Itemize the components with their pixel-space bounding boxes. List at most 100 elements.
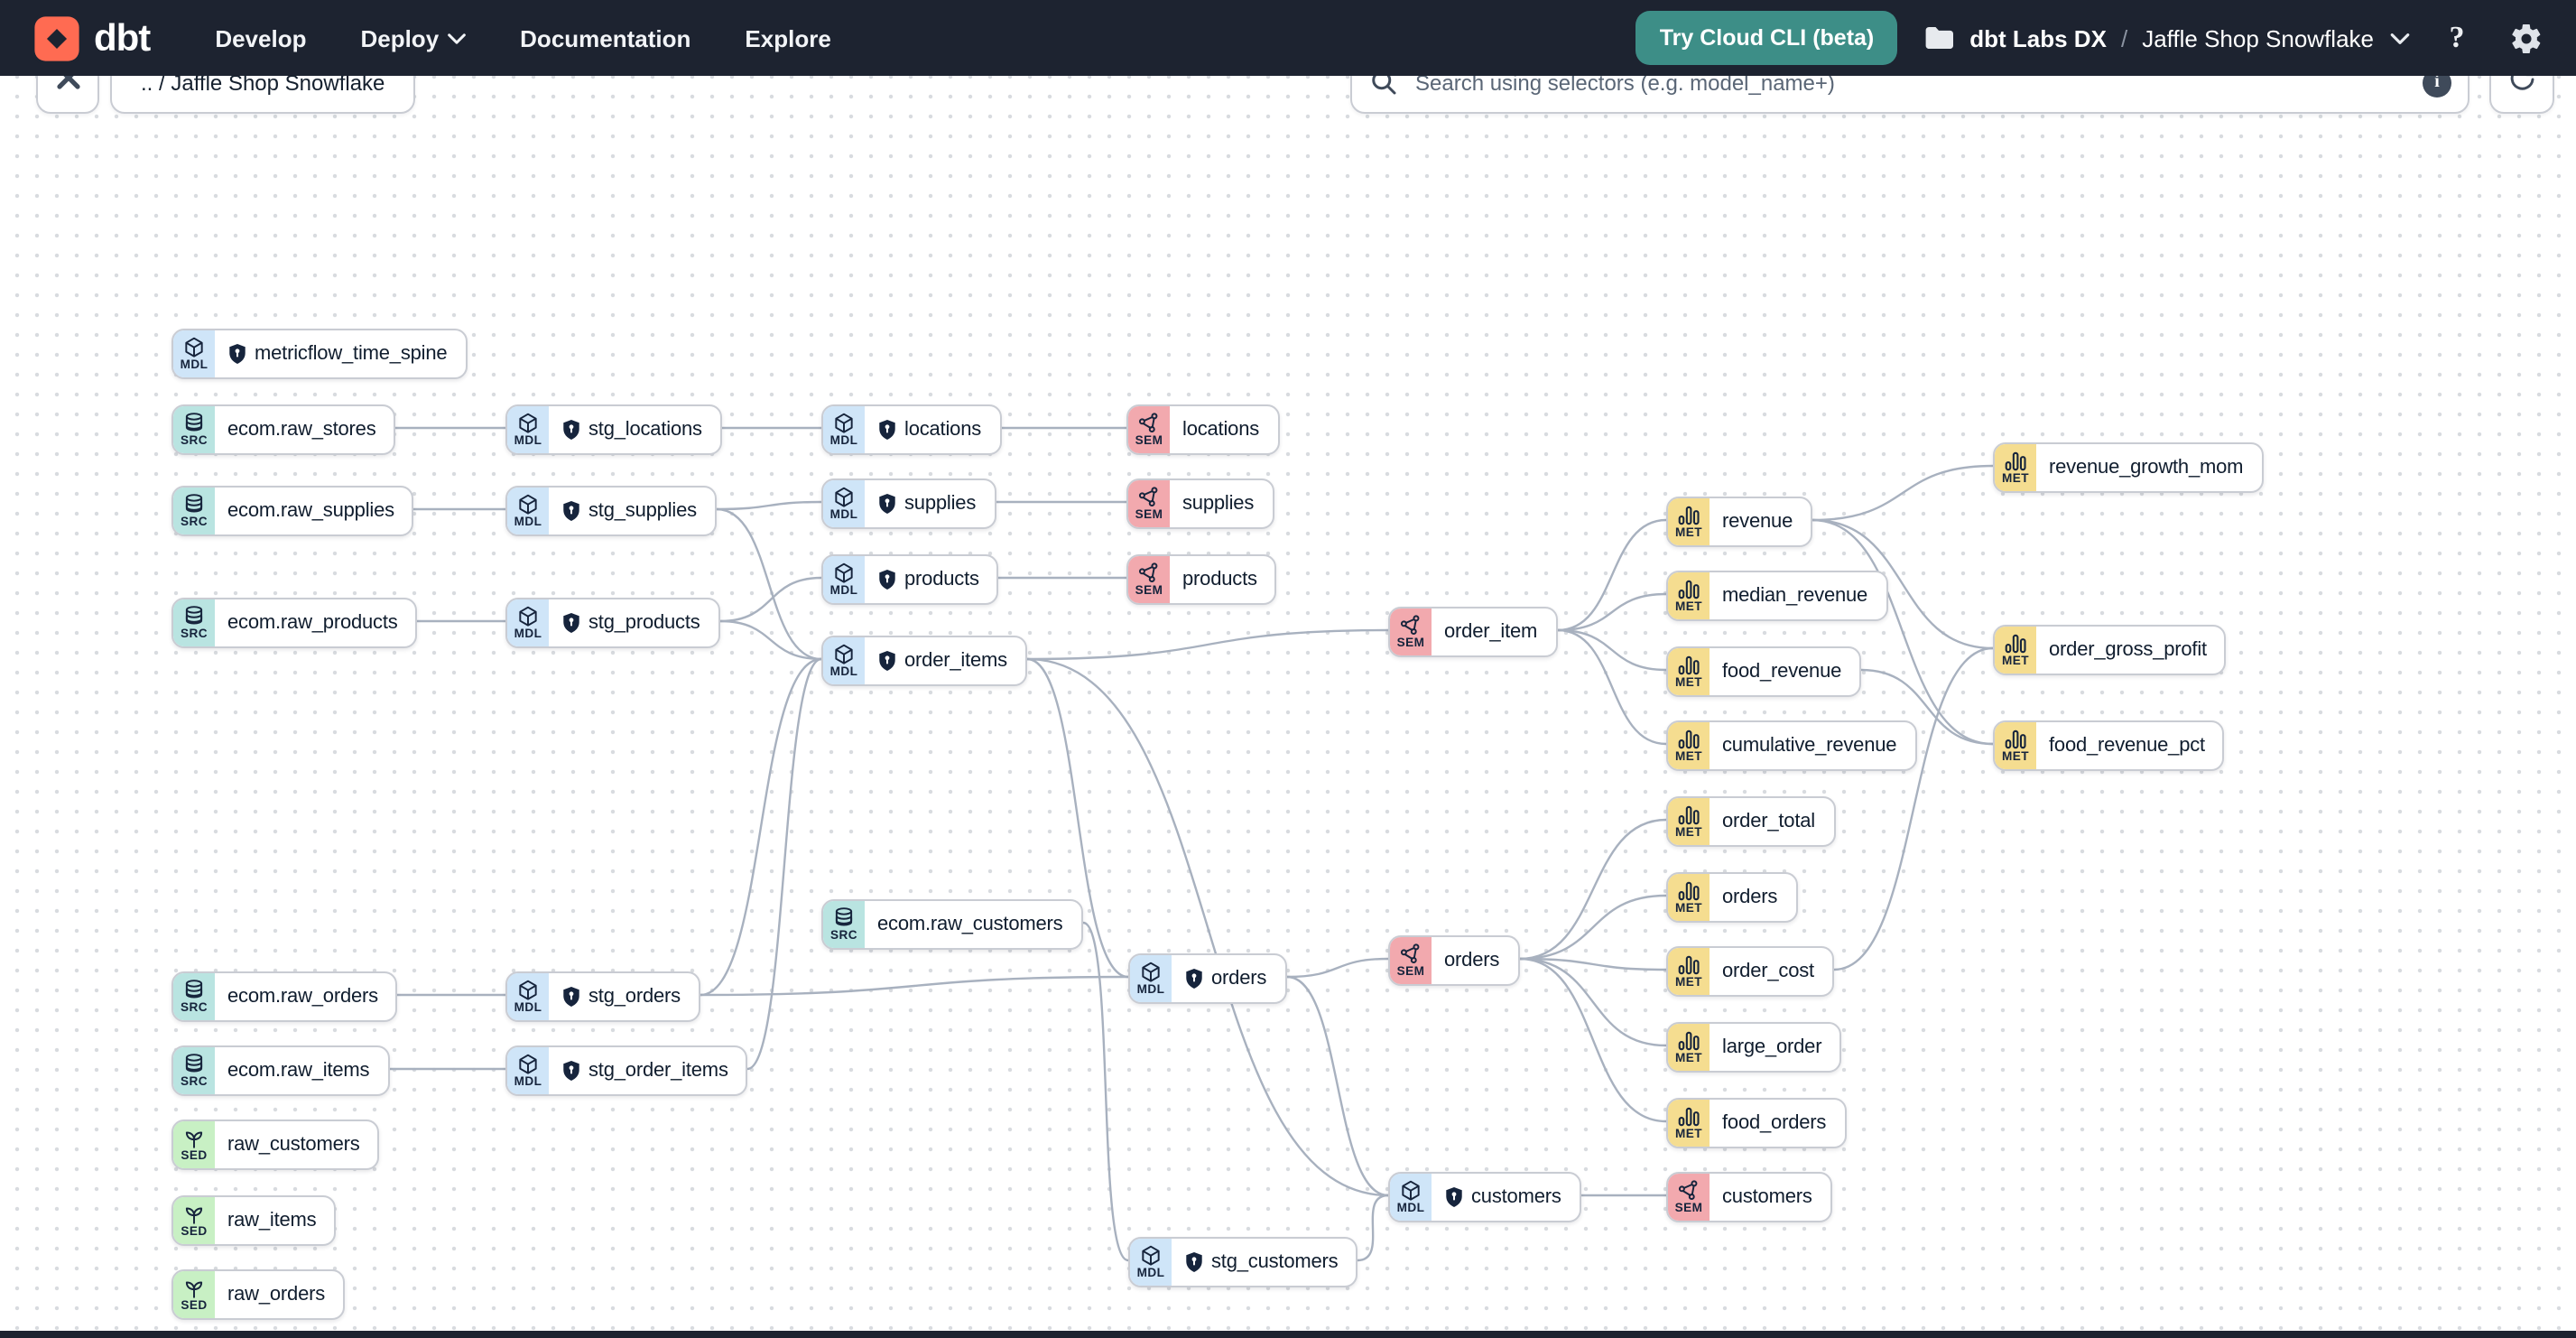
metric-icon: MET <box>1668 722 1710 769</box>
node-label: ecom.raw_stores <box>227 419 376 441</box>
edge-orders_sem-to-order_total <box>1519 818 1667 961</box>
node-orders_met[interactable]: MET orders <box>1666 872 1798 923</box>
node-type-label: MDL <box>514 516 542 529</box>
dbt-logo[interactable]: dbt <box>25 6 151 70</box>
chevron-down-icon[interactable] <box>2388 27 2410 49</box>
node-stg_orders[interactable]: MDL stg_orders <box>505 971 700 1022</box>
model-icon: MDL <box>823 406 865 453</box>
access-shield-icon <box>1444 1186 1464 1208</box>
node-type-label: MET <box>1675 976 1702 990</box>
node-type-label: SRC <box>181 627 208 641</box>
edge-orders_mdl-to-customers_mdl <box>1286 975 1389 1197</box>
project-name[interactable]: Jaffle Shop Snowflake <box>2142 24 2374 51</box>
bottom-window-edge <box>0 1331 2576 1338</box>
node-supplies_sem[interactable]: SEM supplies <box>1126 479 1274 529</box>
node-label: food_orders <box>1722 1112 1827 1134</box>
node-stg_products[interactable]: MDL stg_products <box>505 598 720 648</box>
node-label: order_cost <box>1722 961 1814 982</box>
nav-item-documentation[interactable]: Documentation <box>520 24 691 51</box>
seed-icon: SED <box>173 1197 215 1244</box>
node-type-label: SED <box>181 1299 208 1313</box>
metric-icon: MET <box>1668 874 1710 921</box>
node-label: orders <box>1722 887 1778 908</box>
node-label: order_total <box>1722 811 1815 832</box>
node-type-label: SRC <box>181 516 208 529</box>
node-type-label: SEM <box>1135 508 1163 522</box>
seed-icon: SED <box>173 1121 215 1168</box>
try-cloud-cli-button[interactable]: Try Cloud CLI (beta) <box>1635 11 1898 65</box>
node-label: order_gross_profit <box>2049 639 2207 661</box>
node-food_orders[interactable]: MET food_orders <box>1666 1098 1847 1148</box>
node-type-label: SED <box>181 1149 208 1163</box>
node-type-label: MDL <box>1136 983 1165 997</box>
node-label: cumulative_revenue <box>1722 735 1897 757</box>
node-type-label: SRC <box>181 1075 208 1089</box>
edge-order_item_sem-to-revenue <box>1557 518 1667 632</box>
nav-item-explore[interactable]: Explore <box>745 24 831 51</box>
node-type-label: MDL <box>1396 1202 1425 1215</box>
nav-item-develop[interactable]: Develop <box>215 24 307 51</box>
model-icon: MDL <box>507 973 549 1020</box>
node-label: stg_orders <box>588 986 681 1008</box>
nav-item-deploy[interactable]: Deploy <box>360 24 466 51</box>
node-cumulative_revenue[interactable]: MET cumulative_revenue <box>1666 720 1917 771</box>
node-label: stg_customers <box>1211 1251 1339 1273</box>
metric-icon: MET <box>1668 1100 1710 1147</box>
metric-icon: MET <box>1668 648 1710 695</box>
node-type-label: SEM <box>1396 965 1425 979</box>
model-icon: MDL <box>507 599 549 646</box>
dbt-logo-icon <box>25 6 88 70</box>
source-icon: SRC <box>173 599 215 646</box>
help-icon[interactable]: ? <box>2449 20 2465 54</box>
model-icon: MDL <box>507 488 549 534</box>
semantic-model-icon: SEM <box>1128 406 1170 453</box>
access-shield-icon <box>561 612 581 634</box>
node-type-label: MDL <box>829 508 858 522</box>
node-label: supplies <box>1182 493 1255 515</box>
edge-order_items-to-order_item_sem <box>1026 628 1389 661</box>
node-type-label: MDL <box>514 1001 542 1015</box>
node-type-label: MET <box>1675 600 1702 614</box>
gear-icon[interactable] <box>2504 16 2547 60</box>
edge-order_cost-to-order_gross_profit <box>1833 646 1994 971</box>
node-order_cost[interactable]: MET order_cost <box>1666 946 1834 997</box>
node-type-label: MDL <box>514 434 542 448</box>
node-label: stg_products <box>588 612 700 634</box>
account-name[interactable]: dbt Labs DX <box>1969 24 2107 51</box>
